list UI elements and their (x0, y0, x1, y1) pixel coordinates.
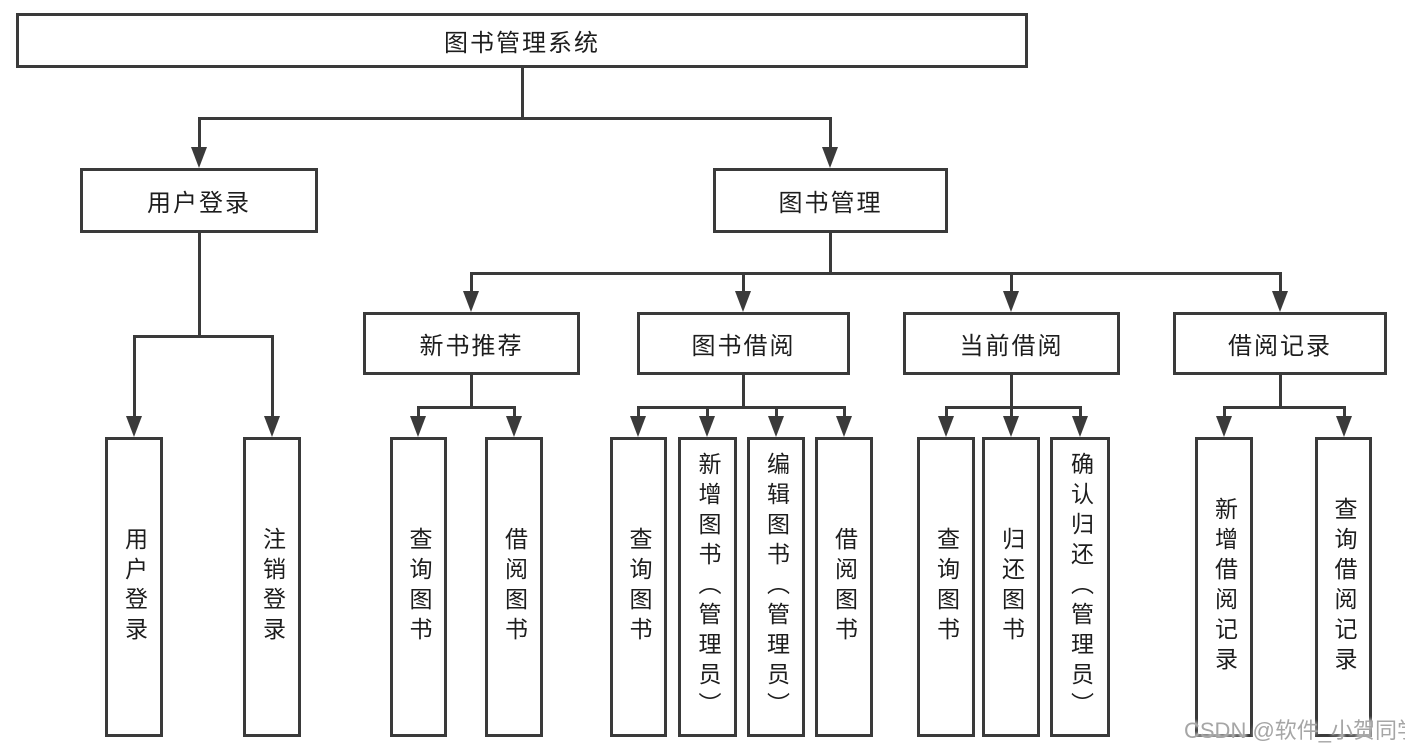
connector-line (197, 118, 201, 149)
connector-line (197, 233, 201, 336)
leaf-add-book-admin-label: 新增图书（管理员） (695, 452, 721, 722)
connector-line (469, 273, 473, 293)
connector-line (469, 375, 473, 407)
arrowhead-icon (463, 291, 479, 312)
connector-line (416, 405, 516, 409)
connector-line (1009, 273, 1013, 293)
arrowhead-icon (699, 416, 715, 437)
arrowhead-icon (1216, 416, 1232, 437)
connector-line (944, 405, 1082, 409)
node-current-borrow-label: 当前借阅 (959, 333, 1064, 360)
arrowhead-icon (836, 416, 852, 437)
leaf-borrow-query-books: 查询图书 (610, 437, 667, 737)
connector-line (1078, 407, 1082, 418)
arrowhead-icon (1272, 291, 1288, 312)
arrowhead-icon (506, 416, 522, 437)
leaf-query-borrow-record: 查询借阅记录 (1315, 437, 1372, 737)
leaf-current-query-books: 查询图书 (917, 437, 975, 737)
leaf-logout-label: 注销登录 (259, 527, 286, 647)
arrowhead-icon (735, 291, 751, 312)
connector-line (1342, 407, 1346, 418)
leaf-query-borrow-record-label: 查询借阅记录 (1331, 497, 1357, 677)
node-new-book-recommend-label: 新书推荐 (419, 333, 524, 360)
arrowhead-icon (938, 416, 954, 437)
connector-line (828, 233, 832, 273)
node-root: 图书管理系统 (16, 13, 1028, 68)
arrowhead-icon (264, 416, 280, 437)
connector-line (416, 407, 420, 418)
leaf-user-login-label: 用户登录 (121, 527, 148, 647)
connector-line (469, 271, 1282, 275)
node-current-borrow: 当前借阅 (903, 312, 1120, 375)
connector-line (1222, 405, 1346, 409)
leaf-borrow-books-label: 借阅图书 (831, 527, 858, 647)
connector-line (636, 405, 846, 409)
leaf-confirm-return-admin-label: 确认归还（管理员） (1067, 452, 1094, 722)
connector-line (1009, 407, 1013, 418)
arrowhead-icon (410, 416, 426, 437)
arrowhead-icon (1003, 291, 1019, 312)
node-root-label: 图书管理系统 (444, 30, 600, 57)
leaf-borrow-query-books-label: 查询图书 (626, 527, 652, 647)
leaf-recommend-borrow-books: 借阅图书 (485, 437, 543, 737)
connector-line (705, 407, 709, 418)
arrowhead-icon (630, 416, 646, 437)
connector-line (1278, 375, 1282, 407)
node-new-book-recommend: 新书推荐 (363, 312, 580, 375)
connector-line (197, 116, 832, 120)
arrowhead-icon (768, 416, 784, 437)
leaf-edit-book-admin: 编辑图书（管理员） (747, 437, 805, 737)
connector-line (842, 407, 846, 418)
arrowhead-icon (1336, 416, 1352, 437)
leaf-confirm-return-admin: 确认归还（管理员） (1050, 437, 1110, 737)
arrowhead-icon (1003, 416, 1019, 437)
connector-line (270, 336, 274, 418)
connector-line (132, 334, 274, 338)
leaf-add-borrow-record-label: 新增借阅记录 (1211, 497, 1238, 677)
leaf-edit-book-admin-label: 编辑图书（管理员） (763, 452, 790, 722)
leaf-return-books-label: 归还图书 (998, 527, 1025, 647)
leaf-return-books: 归还图书 (982, 437, 1040, 737)
leaf-user-login: 用户登录 (105, 437, 163, 737)
node-borrow-records: 借阅记录 (1173, 312, 1387, 375)
node-borrow-records-label: 借阅记录 (1228, 333, 1332, 360)
leaf-recommend-query-books: 查询图书 (390, 437, 447, 737)
connector-line (636, 407, 640, 418)
arrowhead-icon (1072, 416, 1088, 437)
arrowhead-icon (191, 147, 207, 168)
connector-line (132, 336, 136, 418)
node-user-login: 用户登录 (80, 168, 318, 233)
leaf-add-book-admin: 新增图书（管理员） (678, 437, 737, 737)
leaf-recommend-borrow-books-label: 借阅图书 (501, 527, 528, 647)
connector-line (774, 407, 778, 418)
node-user-login-label: 用户登录 (147, 190, 251, 217)
connector-line (741, 375, 745, 407)
connector-line (1278, 273, 1282, 293)
node-book-borrow: 图书借阅 (637, 312, 850, 375)
connector-line (828, 118, 832, 149)
leaf-logout: 注销登录 (243, 437, 301, 737)
connector-line (520, 68, 524, 118)
leaf-borrow-books: 借阅图书 (815, 437, 873, 737)
connector-line (1222, 407, 1226, 418)
node-book-management-label: 图书管理 (778, 190, 883, 217)
csdn-watermark: CSDN @软件_小贺同学 (1184, 718, 1405, 743)
node-book-management: 图书管理 (713, 168, 948, 233)
connector-line (944, 407, 948, 418)
arrowhead-icon (126, 416, 142, 437)
connector-line (512, 407, 516, 418)
leaf-current-query-books-label: 查询图书 (933, 527, 960, 647)
leaf-add-borrow-record: 新增借阅记录 (1195, 437, 1253, 737)
arrowhead-icon (822, 147, 838, 168)
connector-line (1009, 375, 1013, 407)
leaf-recommend-query-books-label: 查询图书 (406, 527, 432, 647)
connector-line (741, 273, 745, 293)
node-book-borrow-label: 图书借阅 (691, 333, 796, 360)
